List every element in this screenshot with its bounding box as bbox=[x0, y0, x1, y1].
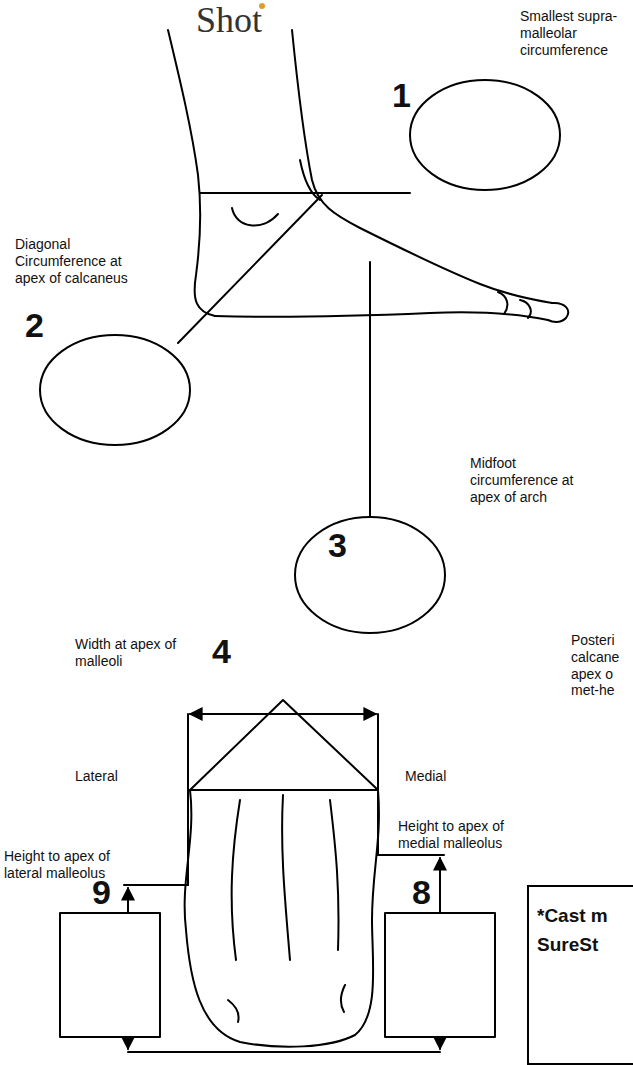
heel-tendon bbox=[232, 795, 339, 960]
measure-circle bbox=[410, 80, 560, 190]
measure-label: Posteri calcane apex o met-he bbox=[571, 632, 629, 699]
measure-label: Smallest supra-malleolar circumference bbox=[520, 8, 630, 58]
width-arrow bbox=[190, 713, 376, 715]
guide-line bbox=[378, 854, 444, 856]
callout-number: 1 bbox=[392, 78, 422, 112]
toes bbox=[498, 292, 568, 322]
leg-back-contour bbox=[168, 30, 215, 316]
leader-line bbox=[178, 195, 322, 343]
heel-outline bbox=[185, 790, 379, 1047]
side-label: Medial bbox=[405, 768, 485, 785]
note-box: *Cast m SureSt bbox=[527, 885, 633, 1065]
note-text: *Cast m SureSt bbox=[537, 901, 629, 960]
leader-line bbox=[200, 192, 410, 194]
leader-line bbox=[369, 262, 371, 517]
measure-label: Height to apex of medial malleolus bbox=[398, 818, 530, 852]
callout-number: 9 bbox=[92, 875, 122, 909]
measure-circle bbox=[40, 335, 190, 445]
guide-line bbox=[124, 884, 188, 886]
base-line bbox=[128, 1051, 440, 1053]
measure-label: Diagonal Circumference at apex of calcan… bbox=[15, 236, 145, 286]
callout-number: 2 bbox=[25, 308, 55, 342]
lateral-malleolus bbox=[232, 208, 278, 225]
height-arrow bbox=[127, 888, 129, 913]
callout-number: 8 bbox=[412, 875, 442, 909]
measure-box bbox=[385, 913, 495, 1037]
heel-mark bbox=[228, 985, 345, 1022]
measure-circle bbox=[295, 517, 445, 633]
sole bbox=[215, 312, 548, 320]
measure-triangle bbox=[190, 700, 378, 790]
height-arrow bbox=[439, 858, 441, 913]
measure-label: Midfoot circumference at apex of arch bbox=[470, 455, 595, 505]
measure-label: Width at apex of malleoli bbox=[75, 636, 197, 670]
measure-box bbox=[60, 913, 160, 1037]
height-arrow bbox=[439, 1037, 441, 1049]
side-label: Lateral bbox=[75, 768, 155, 785]
callout-number: 4 bbox=[212, 634, 242, 668]
height-arrow bbox=[127, 1037, 129, 1049]
logo-text: Shot bbox=[196, 2, 316, 38]
callout-number: 3 bbox=[328, 528, 358, 562]
